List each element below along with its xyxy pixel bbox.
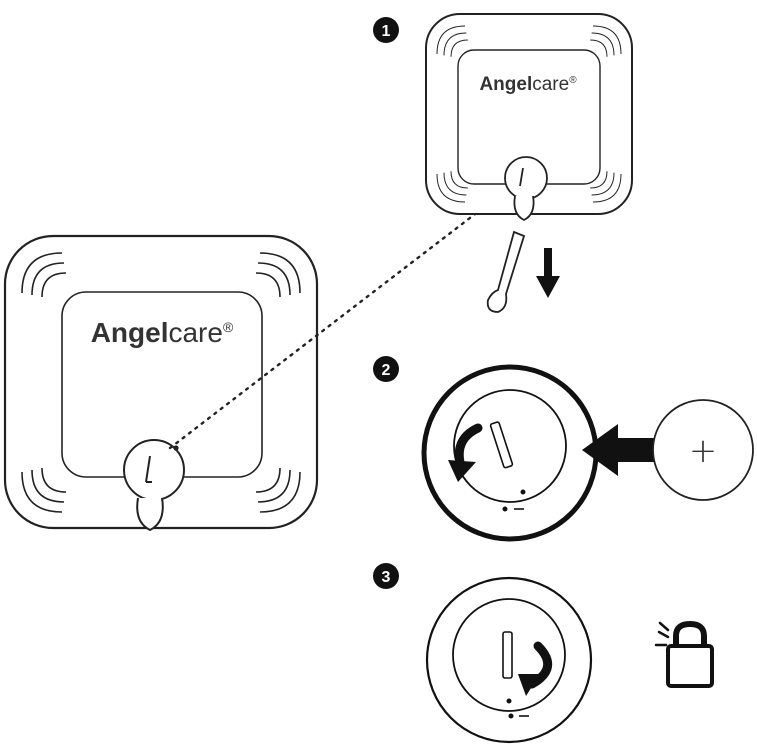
zoom-leader-line: [168, 176, 524, 450]
insert-arrow-icon: [582, 424, 658, 476]
step-2-badge: 2: [373, 356, 399, 382]
rotate-arrow-icon: [518, 641, 552, 696]
step-1-badge: 1: [373, 17, 399, 43]
sensor-pad-small: [425, 13, 633, 222]
svg-text:+: +: [689, 431, 718, 471]
brand-logo-large: Angelcare®: [91, 317, 234, 348]
lock-icon: [654, 620, 714, 688]
down-arrow-icon: [536, 248, 560, 298]
sensor-pad-large: [3, 234, 319, 532]
svg-text:1: 1: [382, 23, 391, 40]
brand-logo-small: Angelcare®: [479, 74, 577, 95]
step-3-badge: 3: [373, 563, 399, 589]
opening-tool-icon: [486, 230, 526, 313]
svg-text:3: 3: [382, 569, 391, 586]
svg-text:2: 2: [382, 362, 391, 379]
battery-cover-closed: [425, 576, 593, 744]
rotate-arrow-icon: [448, 423, 483, 482]
battery-cover-open: [421, 364, 599, 542]
coin-battery: +: [652, 399, 754, 501]
